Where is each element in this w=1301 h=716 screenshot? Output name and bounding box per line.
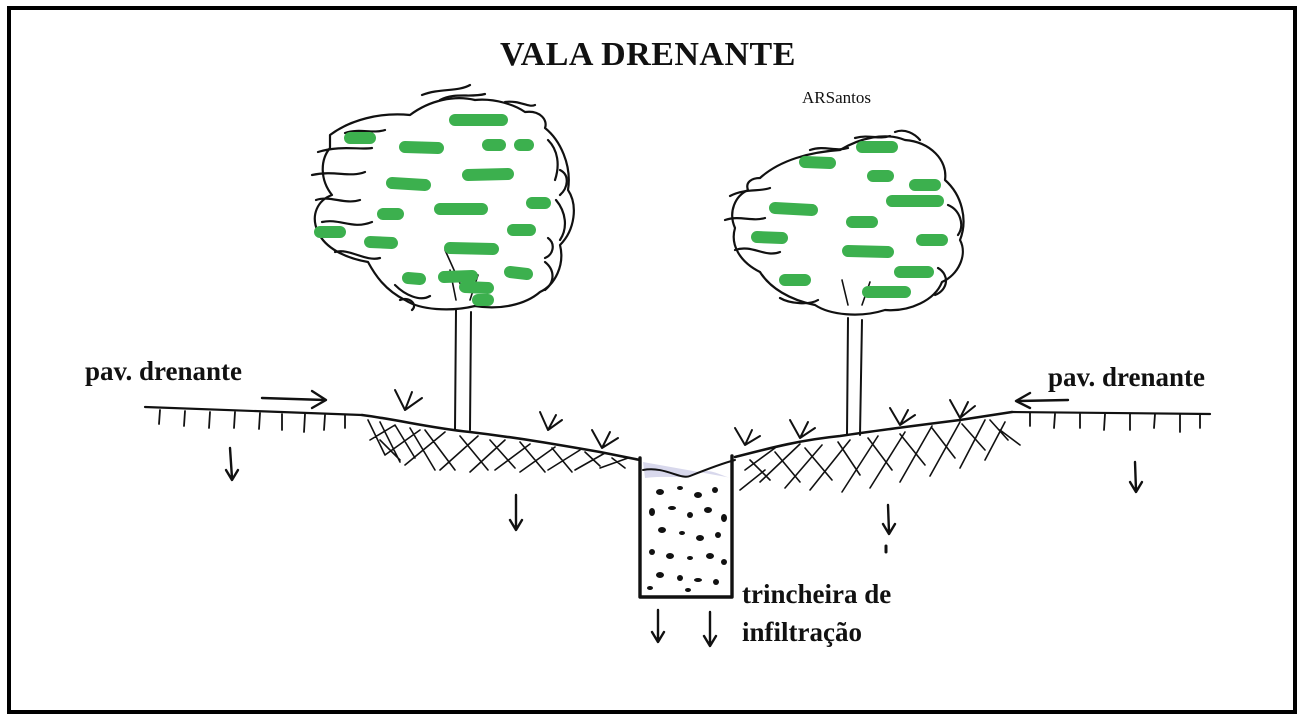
tree-left xyxy=(310,83,575,431)
label-pavement-left: pav. drenante xyxy=(85,356,243,386)
diagram-title: VALA DRENANTE xyxy=(500,36,796,73)
tree-right xyxy=(723,129,965,436)
grass-tufts xyxy=(394,389,976,449)
infiltration-arrows xyxy=(224,446,1144,648)
drainage-pavement-left xyxy=(143,405,364,433)
infiltration-trench xyxy=(638,454,736,599)
tree-right-foliage xyxy=(751,141,948,298)
inflow-arrow-right xyxy=(1014,391,1070,410)
drainage-pavement-right xyxy=(1010,410,1212,433)
tree-left-foliage xyxy=(314,114,551,306)
drainage-swale xyxy=(360,410,1021,493)
label-trench: trincheira de infiltração xyxy=(742,575,891,651)
label-pavement-right: pav. drenante xyxy=(1048,362,1206,392)
author-credit: ARSantos xyxy=(802,88,871,107)
label-trench-line2: infiltração xyxy=(742,617,862,647)
label-trench-line1: trincheira de xyxy=(742,579,892,609)
gravel-fill xyxy=(647,486,727,592)
inflow-arrow-left xyxy=(260,389,328,410)
